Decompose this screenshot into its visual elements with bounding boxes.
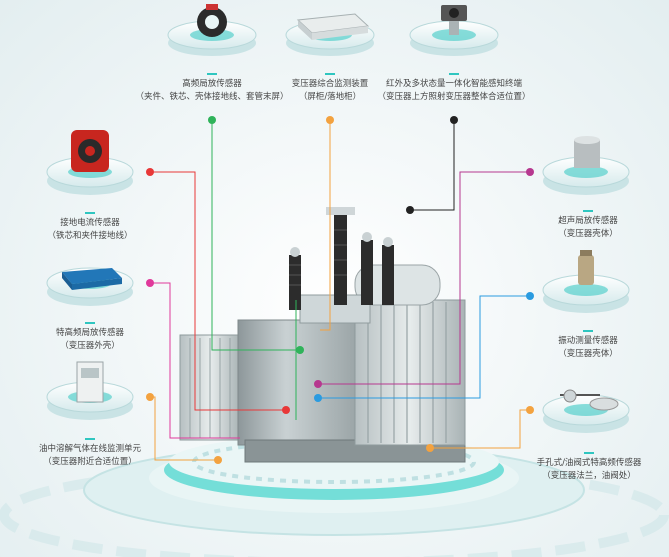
ir-sub: （变压器上方照射变压器整体合适位置） bbox=[377, 92, 531, 102]
port-sub: （变压器法兰，油阀处） bbox=[542, 471, 636, 481]
vib-sub: （变压器壳体） bbox=[558, 349, 618, 359]
monitor-box-icon bbox=[296, 13, 370, 40]
label-ultra: 超声局放传感器 （变压器壳体） bbox=[518, 210, 658, 241]
label-ir: 红外及多状态量一体化智能感知终端 （变压器上方照射变压器整体合适位置） bbox=[369, 73, 539, 104]
ir-camera-icon bbox=[441, 5, 467, 35]
label-monitor: 变压器综合监测装置 （屏柜/落地柜） bbox=[260, 73, 400, 104]
hf-pd-title: 高频局放传感器 bbox=[182, 79, 242, 89]
label-uhf: 特高频局放传感器 （变压器外壳） bbox=[20, 322, 160, 353]
uhf-sensor-icon bbox=[62, 268, 122, 290]
ground-sub: （铁芯和夹件接地线） bbox=[47, 231, 133, 241]
ultrasonic-sensor-icon bbox=[574, 136, 600, 168]
monitor-title: 变压器综合监测装置 bbox=[291, 79, 369, 89]
device-icons bbox=[62, 4, 619, 411]
transformer bbox=[179, 207, 466, 463]
hf-pd-sub: （夹件、铁芯、壳体接地线、套管末屏） bbox=[135, 92, 289, 102]
label-vib: 振动测量传感器 （变压器壳体） bbox=[518, 330, 658, 361]
dga-cabinet-icon bbox=[76, 361, 104, 403]
label-dga: 油中溶解气体在线监测单元 （变压器附近合适位置） bbox=[20, 438, 160, 469]
vibration-sensor-icon bbox=[578, 250, 594, 285]
ultra-sub: （变压器壳体） bbox=[558, 229, 618, 239]
port-title: 手孔式/油阀式特高频传感器 bbox=[536, 458, 642, 468]
vib-title: 振动测量传感器 bbox=[558, 336, 618, 346]
connector-dots bbox=[146, 116, 534, 464]
label-ground: 接地电流传感器 （铁芯和夹件接地线） bbox=[20, 212, 160, 243]
dga-title: 油中溶解气体在线监测单元 bbox=[38, 444, 141, 454]
uhf-sub: （变压器外壳） bbox=[60, 341, 120, 351]
ground-sensor-icon bbox=[71, 130, 109, 172]
label-hf-pd: 高频局放传感器 （夹件、铁芯、壳体接地线、套管末屏） bbox=[132, 73, 292, 104]
ultra-title: 超声局放传感器 bbox=[558, 216, 618, 226]
uhf-title: 特高频局放传感器 bbox=[55, 328, 124, 338]
ground-title: 接地电流传感器 bbox=[60, 218, 120, 228]
monitor-sub: （屏柜/落地柜） bbox=[298, 92, 362, 102]
ir-title: 红外及多状态量一体化智能感知终端 bbox=[385, 79, 522, 89]
label-port: 手孔式/油阀式特高频传感器 （变压器法兰，油阀处） bbox=[516, 452, 662, 483]
dga-sub: （变压器附近合适位置） bbox=[43, 457, 137, 467]
ct-ring-icon bbox=[197, 4, 227, 37]
flange-sensor-icon bbox=[560, 389, 619, 411]
